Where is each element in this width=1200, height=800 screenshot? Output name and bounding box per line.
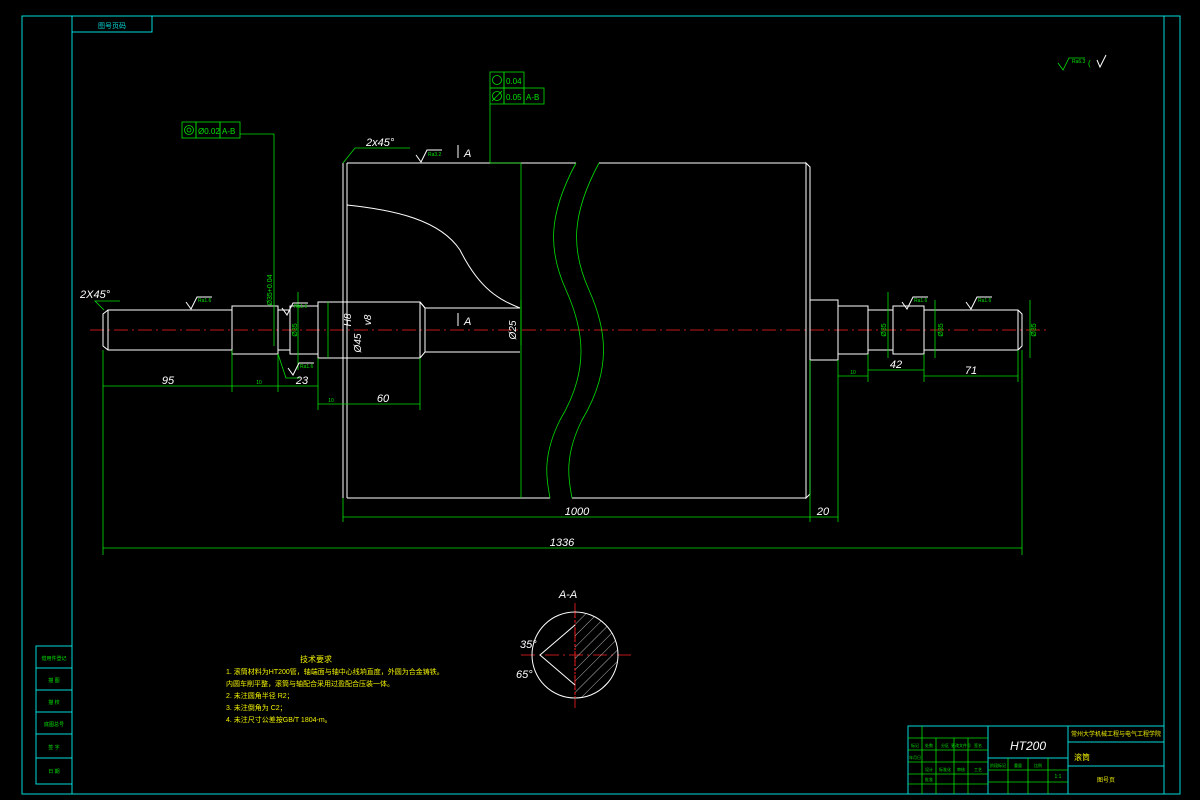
- title-block-cell: 审核: [957, 766, 965, 772]
- title-block-material: HT200: [1010, 739, 1046, 753]
- dim-1336: 1336: [550, 537, 575, 549]
- dim-phi35-right-b: Ø35: [938, 323, 945, 336]
- dim-small-b: 10: [328, 398, 334, 404]
- side-table-row-5: 签 字: [48, 744, 59, 751]
- datum-a-mid: A: [463, 316, 471, 328]
- section-aa-hatch: [575, 612, 618, 698]
- dim-23: 23: [295, 375, 309, 387]
- dim-71: 71: [965, 365, 977, 377]
- title-block-cell: 分区: [941, 742, 949, 748]
- title-block-cell: 年月日: [909, 754, 921, 760]
- title-block-cell: 处数: [925, 742, 933, 748]
- gdt-top-row1: 0.04: [506, 77, 522, 86]
- dim-v8: v8: [363, 314, 374, 325]
- roughness-right-a: Ra1.6: [901, 296, 928, 310]
- title-block: [907, 725, 1165, 795]
- gdt-left-datum: A-B: [222, 127, 235, 136]
- notes-item-2: 2. 未注圆角半径 R2；: [226, 691, 294, 700]
- chamfer-roller-label: 2x45°: [365, 137, 395, 149]
- title-block-cell: 批准: [925, 776, 933, 782]
- dim-small-a: 10: [256, 380, 262, 386]
- roughness-left-bottom: Ra1.6: [287, 362, 314, 376]
- title-block-school: 常州大学机械工程与电气工程学院: [1071, 730, 1161, 738]
- dim-phi35-left: Ø35: [292, 323, 299, 336]
- roughness-roller-top: Ra3.2: [415, 149, 442, 163]
- notes-item-1b: 内圆车削平整，滚筒与轴配合采用过盈配合压装一体。: [226, 679, 394, 688]
- dim-phi35-right-c: Ø35: [1031, 323, 1038, 336]
- title-block-cell: 更改文件号: [951, 742, 971, 748]
- section-angle-35: 35°: [520, 639, 537, 651]
- section-hatch: [346, 204, 521, 309]
- general-roughness-symbol: Ra6.3 (: [1057, 54, 1107, 71]
- section-title: A-A: [558, 589, 577, 601]
- notes-item-4: 4. 未注尺寸公差按GB/T 1804-m。: [226, 715, 332, 724]
- svg-text:Ra1.6: Ra1.6: [914, 298, 928, 304]
- dim-phi45: Ø45: [353, 333, 364, 353]
- keyway-profile: [539, 624, 576, 686]
- title-block-cell: 签名: [974, 742, 982, 748]
- title-block-cell: 阶段标记: [990, 762, 1006, 768]
- general-roughness-value: Ra6.3: [1072, 59, 1086, 65]
- title-block-cell: 标准化: [939, 766, 951, 772]
- title-block-part-name: 滚筒: [1074, 752, 1090, 762]
- svg-text:(: (: [1088, 59, 1091, 68]
- notes-item-3: 3. 未注倒角为 C2；: [226, 703, 287, 712]
- roller-body: [342, 161, 811, 500]
- title-block-drawing-no: 图号页: [1097, 777, 1115, 784]
- gdt-frame-left: [181, 121, 241, 139]
- title-block-cell: 设计: [925, 766, 933, 772]
- dim-42: 42: [890, 359, 902, 371]
- dim-20: 20: [816, 506, 830, 518]
- side-table-row-1: 借用件登记: [41, 655, 66, 662]
- svg-text:Ra3.2: Ra3.2: [428, 152, 442, 158]
- side-table-row-2: 描 图: [48, 677, 59, 684]
- svg-text:Ra1.6: Ra1.6: [294, 304, 308, 310]
- dimension-lines: [94, 104, 1031, 555]
- notes-item-1: 1. 滚筒材料为HT200管，轴端面与轴中心线垧直度，外圆为合金铸铁。: [226, 667, 444, 676]
- svg-text:Ra1.6: Ra1.6: [978, 298, 992, 304]
- title-block-cells: 标记处数 分区更改文件号签名年月日设计标准化审核 工艺批准 阶段标记 重量 比例: [909, 742, 1042, 782]
- dim-left-tolerance: Ø35+0.04: [267, 274, 274, 305]
- svg-text:Ra1.6: Ra1.6: [300, 364, 314, 370]
- gdt-top-row2: 0.05: [506, 93, 522, 102]
- dim-60: 60: [377, 393, 390, 405]
- title-block-scale: 1:1: [1055, 774, 1062, 780]
- dim-phi35-right-a: Ø35: [881, 323, 888, 336]
- side-table-row-6: 日 期: [48, 769, 59, 775]
- gdt-top-datum: A-B: [526, 93, 539, 102]
- section-angle-65: 65°: [516, 669, 533, 681]
- gdt-frame-top: [489, 71, 545, 105]
- dim-95: 95: [162, 375, 175, 387]
- roughness-right-b: Ra1.6: [965, 296, 992, 310]
- right-shaft: [810, 299, 1023, 361]
- dim-1000: 1000: [565, 506, 590, 518]
- roughness-left-shaft: Ra1.6: [185, 296, 212, 310]
- side-table: [35, 645, 73, 785]
- datum-a-top: A: [463, 148, 471, 160]
- corner-tag: 图号页码: [98, 22, 126, 30]
- svg-text:Ra1.6: Ra1.6: [198, 298, 212, 304]
- title-block-cell: 比例: [1034, 762, 1042, 768]
- chamfer-left-label: 2X45°: [79, 289, 111, 301]
- dim-small-c: 10: [850, 370, 856, 376]
- title-block-cell: 标记: [911, 742, 919, 748]
- dim-h8: H8: [343, 313, 354, 326]
- inner-frame: [71, 15, 1165, 795]
- side-table-row-4: 底图总号: [44, 721, 64, 728]
- title-block-cell: 工艺: [974, 767, 982, 772]
- roughness-left-step: Ra1.6: [281, 302, 308, 316]
- notes-title: 技术要求: [300, 654, 332, 664]
- title-block-cell: 重量: [1014, 762, 1022, 768]
- corner-tag-box: [71, 15, 153, 33]
- dim-phi25: Ø25: [508, 320, 519, 340]
- side-table-row-3: 描 校: [48, 699, 59, 706]
- gdt-left-value: Ø0.02: [198, 127, 220, 136]
